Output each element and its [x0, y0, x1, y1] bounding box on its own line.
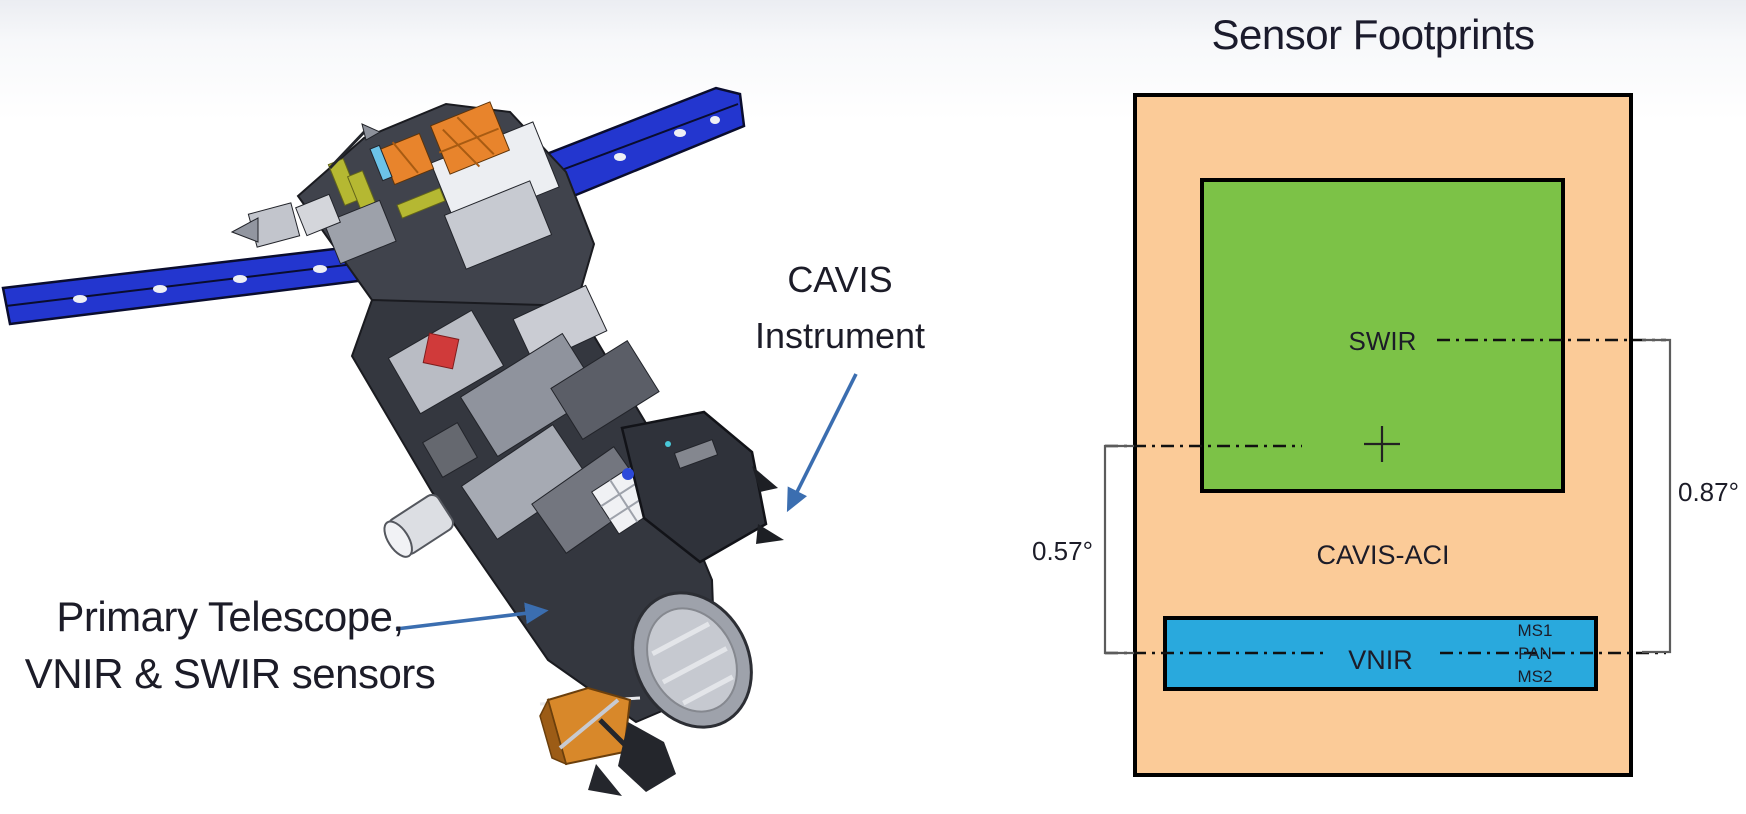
right-angle-bracket	[1642, 338, 1672, 654]
cavis-arrow	[786, 373, 858, 513]
solar-wing-right	[478, 86, 746, 224]
antenna-spike	[328, 123, 382, 170]
instrument-cylinder	[383, 493, 454, 558]
diagram-title: Sensor Footprints	[1211, 11, 1536, 58]
cavis-aci-label: CAVIS-ACI	[1316, 540, 1450, 570]
vnir-channel-pan: PAN	[1518, 644, 1552, 663]
solar-wing-left	[1, 236, 450, 326]
blue-connector	[622, 468, 634, 480]
spacecraft-bus	[230, 101, 596, 344]
white-grid-plate	[591, 455, 675, 535]
left-angle-bracket	[1103, 444, 1134, 655]
vnir-label: VNIR	[1348, 645, 1413, 675]
cavis-instrument-line1: CAVIS	[787, 259, 893, 300]
swir-label: SWIR	[1348, 326, 1417, 356]
aft-cone	[539, 686, 641, 766]
primary-telescope-line1: Primary Telescope,	[56, 593, 404, 640]
solar-cell-patch-small	[379, 132, 435, 186]
vnir-channel-ms1: MS1	[1517, 621, 1553, 640]
telescope-aperture	[631, 591, 753, 729]
annotation-arrows	[395, 373, 858, 631]
red-panel	[422, 332, 460, 370]
panel-hole	[73, 295, 87, 303]
vnir-channel-ms2: MS2	[1517, 667, 1553, 686]
solar-cell-patch	[429, 101, 511, 175]
cavis-instrument-line2: Instrument	[754, 315, 926, 356]
radiator-slats	[327, 157, 446, 256]
cavis-instrument-label: CAVIS Instrument	[690, 252, 990, 364]
vnir-channel-list: MS1 PAN MS2	[1499, 619, 1571, 688]
vnir-angle-label: 0.57°	[1031, 536, 1093, 566]
swir-angle-label: 0.87°	[1678, 477, 1740, 507]
primary-telescope-label: Primary Telescope, VNIR & SWIR sensors	[10, 588, 450, 702]
aft-struts	[588, 718, 676, 796]
primary-telescope-line2: VNIR & SWIR sensors	[24, 650, 436, 697]
cavis-instrument-box	[620, 410, 784, 564]
